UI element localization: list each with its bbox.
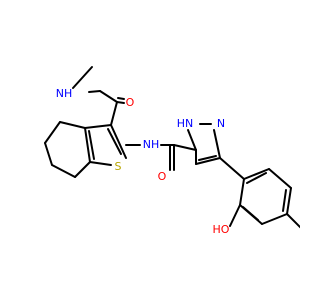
bond: [173, 144, 197, 151]
bond: [44, 142, 53, 166]
bond: [59, 121, 86, 129]
bond: [84, 124, 112, 129]
bond: [74, 161, 91, 178]
bond: [261, 213, 288, 225]
bond: [110, 124, 127, 159]
bond: [198, 155, 217, 161]
bond: [72, 66, 93, 89]
bond: [84, 127, 91, 163]
bond: [116, 101, 125, 104]
bond: [286, 187, 292, 215]
bond: [117, 97, 125, 100]
bond: [107, 128, 122, 155]
bond: [88, 90, 101, 93]
link-oxygen-label: O: [158, 170, 167, 183]
bond: [99, 90, 118, 103]
bond: [89, 161, 112, 166]
bond: [88, 130, 95, 160]
phenol-hydroxyl-label: HO: [213, 223, 230, 236]
bond: [110, 101, 118, 126]
thiophene-sulfur-label: S: [115, 160, 122, 173]
link-nh-label: NH: [143, 138, 160, 151]
bond: [44, 121, 61, 144]
pyrazole-nh-label: HN: [177, 117, 194, 130]
bond: [246, 172, 267, 184]
amide-nh-label: NH: [56, 87, 73, 100]
bond: [286, 213, 300, 229]
bond: [243, 168, 270, 180]
molecule-diagram: NH O NH S O HN N HO: [44, 66, 300, 236]
bond: [187, 129, 197, 151]
amide-oxygen-label: O: [126, 96, 135, 109]
bond: [229, 204, 241, 227]
pyrazole-nitrogen-label: N: [217, 117, 225, 130]
bond: [195, 157, 221, 165]
bond: [213, 129, 221, 159]
bond: [282, 189, 287, 212]
bond: [268, 168, 292, 189]
structure-canvas: NH O NH S O HN N HO: [44, 66, 300, 236]
bond: [242, 206, 259, 221]
bond: [239, 178, 245, 206]
bond: [219, 157, 245, 180]
bond: [51, 164, 76, 178]
